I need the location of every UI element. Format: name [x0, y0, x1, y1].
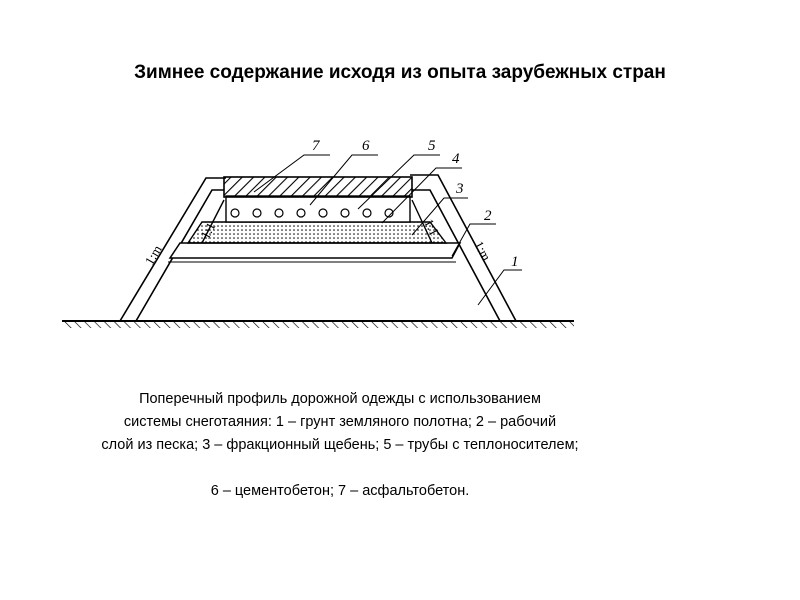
embankment-outline	[119, 174, 517, 322]
label-3: 3	[455, 181, 464, 197]
label-2: 2	[484, 208, 492, 224]
label-7: 7	[312, 138, 321, 154]
inner-slope-lines	[201, 199, 433, 244]
heating-pipes	[230, 208, 394, 218]
slope-label-right-outer: 1:m	[471, 238, 494, 263]
label-6: 6	[362, 138, 370, 154]
leader-lines	[253, 154, 522, 306]
label-1: 1	[511, 254, 519, 270]
caption-gap	[30, 457, 650, 480]
slide-title: Зимнее содержание исходя из опыта зарубе…	[134, 62, 666, 83]
ground-surface	[62, 320, 574, 328]
slope-label-left-outer: 1:m	[142, 242, 165, 267]
sand-layer	[168, 242, 462, 263]
caption-line-3: слой из песка; 3 – фракционный щебень; 5…	[101, 437, 579, 453]
label-4: 4	[452, 151, 460, 167]
crushed-stone-layer	[186, 221, 448, 244]
road-cross-section-diagram: 7 6 5 4 3 2 1 1:m 1:1 1:1 1:m	[62, 138, 574, 328]
asphalt-concrete-layer	[223, 176, 413, 198]
caption-line-4: 6 – цементобетон; 7 – асфальтобетон.	[210, 483, 470, 499]
figure-caption: Поперечный профиль дорожной одежды с исп…	[30, 388, 650, 503]
cement-concrete-layer	[225, 195, 411, 223]
slope-label-left-inner: 1:1	[197, 220, 218, 242]
caption-line-1: Поперечный профиль дорожной одежды с исп…	[139, 391, 541, 407]
caption-line-2: системы снеготаяния: 1 – грунт земляного…	[123, 414, 557, 430]
slope-label-right-inner: 1:1	[421, 216, 442, 238]
label-5: 5	[428, 138, 436, 154]
